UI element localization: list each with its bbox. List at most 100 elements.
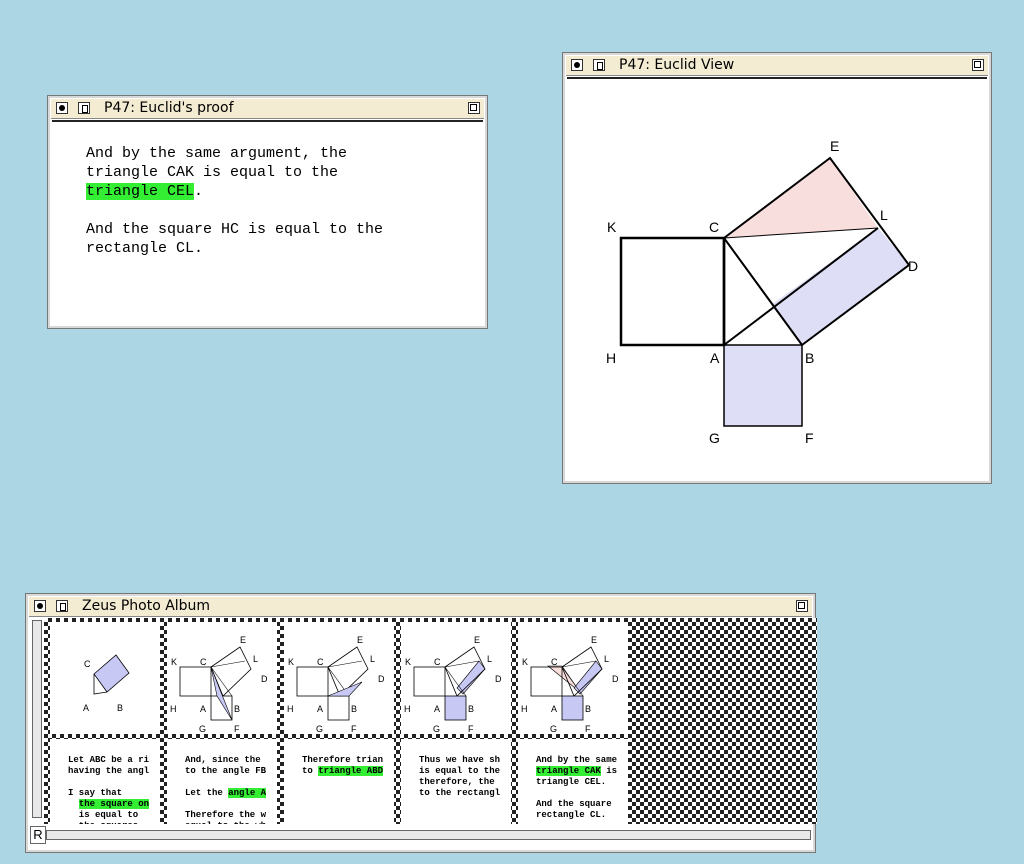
tile-text: And by the same triangle CAK is triangle… xyxy=(536,755,617,821)
tile-line: therefore, the xyxy=(419,777,495,787)
text-tile[interactable]: And, since the to the angle FB Let the a… xyxy=(167,739,277,824)
proof-line: triangle CAK is equal to the xyxy=(86,164,339,181)
thumb-shape xyxy=(93,674,108,695)
thumb-shape xyxy=(444,646,486,697)
label-l: L xyxy=(880,207,888,223)
tile-line: Let ABC be a ri xyxy=(68,755,150,765)
thumb-label: D xyxy=(378,674,385,684)
proof-titlebar[interactable]: P47: Euclid's proof xyxy=(51,99,484,119)
tile-line: is xyxy=(600,766,618,776)
thumb-label: F xyxy=(585,724,591,734)
tile-line: And, since the xyxy=(185,755,261,765)
thumb-label: G xyxy=(550,724,557,734)
text-tile[interactable]: Let ABC be a ri having the angl I say th… xyxy=(50,739,160,824)
text-tile[interactable]: Thus we have sh is equal to the therefor… xyxy=(401,739,511,824)
proof-window: P47: Euclid's proof And by the same argu… xyxy=(47,95,488,329)
view-titlebar[interactable]: P47: Euclid View xyxy=(566,56,988,76)
highlighted-term[interactable]: triangle CEL xyxy=(86,183,195,200)
tile-line: the squares xyxy=(68,821,138,824)
zoom-box-icon[interactable] xyxy=(796,600,808,612)
label-d: D xyxy=(908,258,918,274)
thumb-label: B xyxy=(234,704,240,714)
thumb-shape xyxy=(296,666,329,697)
thumb-label: A xyxy=(551,704,557,714)
thumb-shape xyxy=(561,646,603,697)
thumb-shape xyxy=(444,666,467,697)
euclid-figure: E K C L D H A B G F xyxy=(606,138,918,446)
proof-line: And the square HC is equal to the xyxy=(86,221,384,238)
thumb-shape xyxy=(179,666,212,697)
thumb-label: F xyxy=(234,724,240,734)
tile-line: And by the same xyxy=(536,755,618,765)
close-box-icon[interactable] xyxy=(34,600,46,612)
tile-line xyxy=(68,799,79,809)
vertical-scrollbar[interactable] xyxy=(32,620,42,818)
zoom-box-icon[interactable] xyxy=(972,59,984,71)
album-titlebar[interactable]: Zeus Photo Album xyxy=(29,597,812,617)
text-tile[interactable]: And by the same triangle CAK is triangle… xyxy=(518,739,628,824)
thumb-label: A xyxy=(83,703,89,713)
highlighted-term[interactable]: angle A xyxy=(228,788,267,798)
label-g: G xyxy=(709,430,720,446)
highlighted-term[interactable]: triangle ABD xyxy=(318,766,384,776)
thumb-label: A xyxy=(317,704,323,714)
label-f: F xyxy=(805,430,814,446)
close-box-icon[interactable] xyxy=(56,102,68,114)
thumb-label: B xyxy=(351,704,357,714)
thumb-shape xyxy=(327,646,369,697)
thumb-shape xyxy=(444,695,467,721)
thumb-label: H xyxy=(404,704,411,714)
thumb-shape xyxy=(327,681,363,697)
window-menu-icon[interactable] xyxy=(78,102,90,114)
thumb-label: F xyxy=(351,724,357,734)
square-bf xyxy=(723,344,803,427)
thumb-label: F xyxy=(468,724,474,734)
view-content: E K C L D H A B G F xyxy=(567,77,987,479)
thumb-shape xyxy=(456,660,486,695)
tile-line: is equal to xyxy=(68,810,139,820)
zoom-box-icon[interactable] xyxy=(468,102,480,114)
thumb-shape xyxy=(210,666,233,721)
tile-line: to the angle FB xyxy=(185,766,267,776)
tile-line: I say that xyxy=(68,788,123,798)
thumb-label: E xyxy=(474,635,480,645)
thumb-shape xyxy=(210,660,246,668)
thumb-shape xyxy=(561,666,584,697)
tile-text: Let ABC be a ri having the angl I say th… xyxy=(68,755,150,824)
thumb-shape xyxy=(210,666,233,697)
text-tile[interactable]: Therefore trian to triangle ABD xyxy=(284,739,394,824)
thumb-label: E xyxy=(357,635,363,645)
thumb-label: C xyxy=(84,659,91,669)
tile-text: Therefore trian to triangle ABD xyxy=(302,755,384,777)
window-menu-icon[interactable] xyxy=(56,600,68,612)
line-cb xyxy=(723,237,803,346)
tile-line: is equal to the xyxy=(419,766,501,776)
proof-line: And by the same argument, the xyxy=(86,145,348,162)
tile-line: Thus we have sh xyxy=(419,755,501,765)
thumb-shape xyxy=(93,654,130,693)
highlighted-term[interactable]: triangle CAK xyxy=(536,766,601,776)
window-menu-icon[interactable] xyxy=(593,59,605,71)
thumb-label: A xyxy=(434,704,440,714)
thumb-label: D xyxy=(612,674,619,684)
tile-line: Therefore trian xyxy=(302,755,384,765)
thumb-label: H xyxy=(287,704,294,714)
highlighted-term[interactable]: the square on xyxy=(78,799,150,809)
label-e: E xyxy=(830,138,839,154)
line-al xyxy=(723,227,879,346)
r-label[interactable]: R xyxy=(30,826,46,844)
horizontal-scrollbar[interactable] xyxy=(46,830,811,840)
thumb-label: L xyxy=(604,654,609,664)
tile-line: Let the xyxy=(185,788,229,798)
close-box-icon[interactable] xyxy=(571,59,583,71)
